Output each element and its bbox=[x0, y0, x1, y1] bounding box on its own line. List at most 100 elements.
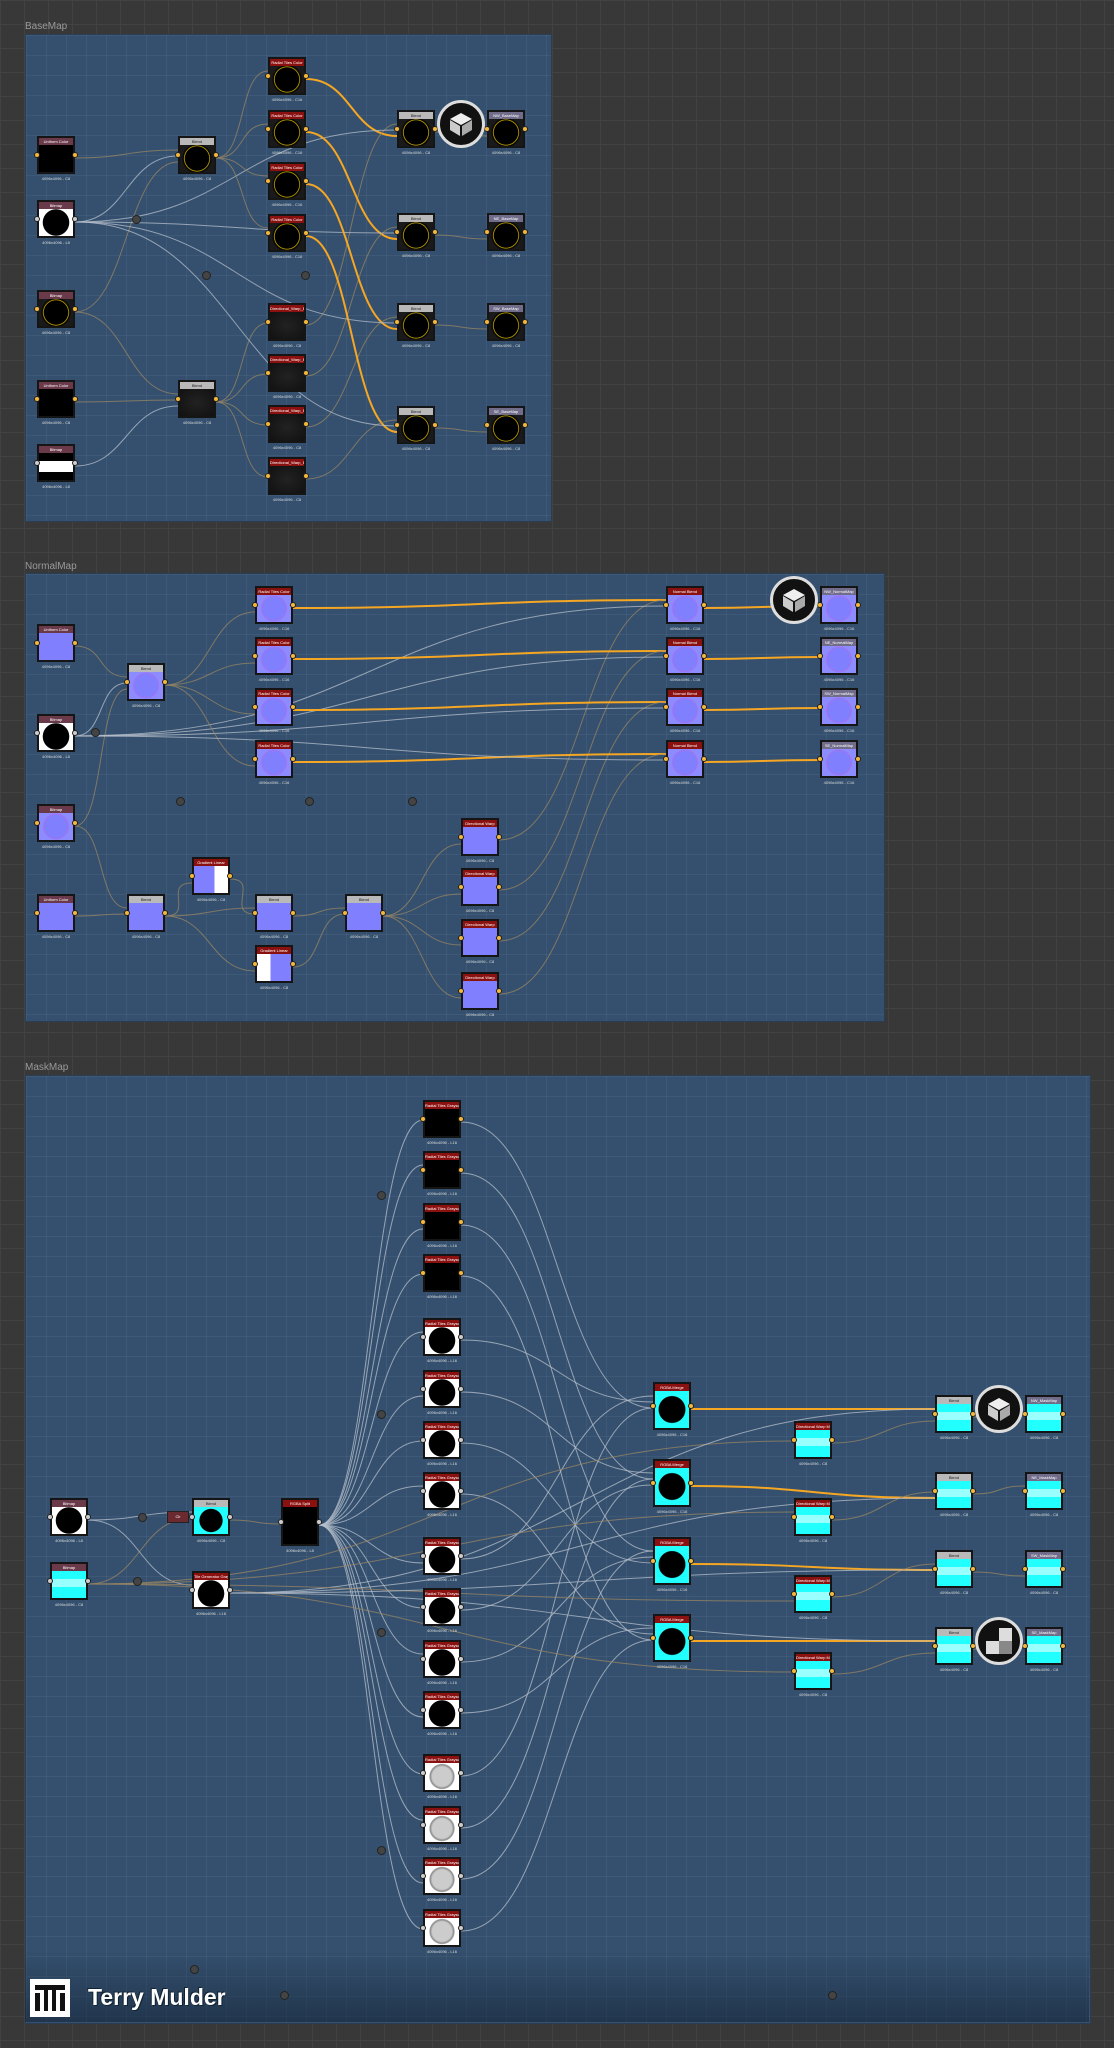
output-port[interactable] bbox=[72, 396, 78, 402]
mask-node[interactable]: Blend bbox=[935, 1627, 973, 1665]
output-port[interactable] bbox=[227, 1514, 233, 1520]
input-port[interactable] bbox=[932, 1488, 938, 1494]
output-port[interactable] bbox=[162, 910, 168, 916]
input-port[interactable] bbox=[175, 152, 181, 158]
input-port[interactable] bbox=[663, 704, 669, 710]
input-port[interactable] bbox=[817, 704, 823, 710]
normal-node[interactable]: Uniform Color bbox=[37, 894, 75, 932]
input-port[interactable] bbox=[265, 421, 271, 427]
output-port[interactable] bbox=[380, 910, 386, 916]
input-port[interactable] bbox=[47, 1578, 53, 1584]
output-port[interactable] bbox=[458, 1770, 464, 1776]
3d-preview-icon[interactable] bbox=[975, 1385, 1023, 1433]
base-node[interactable]: Blend bbox=[178, 136, 216, 174]
input-port[interactable] bbox=[932, 1643, 938, 1649]
output-port[interactable] bbox=[688, 1480, 694, 1486]
input-port[interactable] bbox=[342, 910, 348, 916]
mask-node[interactable]: Radial Tiles Grayscale bbox=[423, 1421, 461, 1459]
normal-node[interactable]: Directional Warp bbox=[461, 868, 499, 906]
input-port[interactable] bbox=[252, 910, 258, 916]
mask-node[interactable]: Radial Tiles Grayscale bbox=[423, 1370, 461, 1408]
output-port[interactable] bbox=[213, 396, 219, 402]
output-port[interactable] bbox=[303, 230, 309, 236]
mask-node[interactable]: Directional Warp MaskMap bbox=[794, 1652, 832, 1690]
output-port[interactable] bbox=[303, 370, 309, 376]
output-port[interactable] bbox=[829, 1668, 835, 1674]
output-port[interactable] bbox=[458, 1167, 464, 1173]
mask-node[interactable]: Radial Tiles Grayscale bbox=[423, 1806, 461, 1844]
output-port[interactable] bbox=[701, 653, 707, 659]
input-port[interactable] bbox=[817, 756, 823, 762]
output-port[interactable] bbox=[1060, 1643, 1066, 1649]
normal-node[interactable]: Radial Tiles Color bbox=[255, 586, 293, 624]
output-port[interactable] bbox=[970, 1488, 976, 1494]
frame-maskmap[interactable] bbox=[25, 1075, 1091, 2024]
input-port[interactable] bbox=[817, 653, 823, 659]
normal-node[interactable]: Gradient Linear bbox=[192, 857, 230, 895]
output-port[interactable] bbox=[522, 126, 528, 132]
input-port[interactable] bbox=[420, 1553, 426, 1559]
mask-node[interactable]: Blend bbox=[192, 1498, 230, 1536]
input-port[interactable] bbox=[265, 73, 271, 79]
output-port[interactable] bbox=[458, 1873, 464, 1879]
input-port[interactable] bbox=[265, 473, 271, 479]
normal-node[interactable]: SE_NormalMap bbox=[820, 740, 858, 778]
input-port[interactable] bbox=[34, 216, 40, 222]
output-port[interactable] bbox=[458, 1656, 464, 1662]
input-port[interactable] bbox=[458, 935, 464, 941]
input-port[interactable] bbox=[791, 1591, 797, 1597]
output-port[interactable] bbox=[496, 834, 502, 840]
output-port[interactable] bbox=[303, 319, 309, 325]
reroute-dot[interactable] bbox=[279, 1990, 289, 2000]
output-port[interactable] bbox=[496, 884, 502, 890]
output-port[interactable] bbox=[688, 1403, 694, 1409]
input-port[interactable] bbox=[394, 229, 400, 235]
mask-node[interactable]: Radial Tiles Grayscale bbox=[423, 1857, 461, 1895]
mask-node[interactable]: NE_MaskMap bbox=[1025, 1472, 1063, 1510]
mask-node[interactable]: RGBA Merge bbox=[653, 1459, 691, 1507]
input-port[interactable] bbox=[484, 229, 490, 235]
mask-node[interactable]: Radial Tiles Grayscale bbox=[423, 1588, 461, 1626]
output-port[interactable] bbox=[855, 704, 861, 710]
input-port[interactable] bbox=[420, 1219, 426, 1225]
input-port[interactable] bbox=[663, 653, 669, 659]
mask-node[interactable]: RGBA Merge bbox=[653, 1537, 691, 1585]
input-port[interactable] bbox=[420, 1822, 426, 1828]
output-port[interactable] bbox=[688, 1635, 694, 1641]
output-port[interactable] bbox=[227, 873, 233, 879]
base-node[interactable]: Blend bbox=[397, 406, 435, 444]
base-node[interactable]: Blend bbox=[397, 303, 435, 341]
output-port[interactable] bbox=[1060, 1566, 1066, 1572]
base-node[interactable]: NW_BaseMap bbox=[487, 110, 525, 148]
input-port[interactable] bbox=[265, 126, 271, 132]
mask-node[interactable]: Bitmap bbox=[50, 1498, 88, 1536]
reroute-dot[interactable] bbox=[376, 1627, 386, 1637]
output-port[interactable] bbox=[855, 602, 861, 608]
base-node[interactable]: SE_BaseMap bbox=[487, 406, 525, 444]
output-port[interactable] bbox=[522, 319, 528, 325]
mask-node[interactable]: Radial Tiles Grayscale bbox=[423, 1254, 461, 1292]
output-port[interactable] bbox=[290, 602, 296, 608]
input-port[interactable] bbox=[791, 1514, 797, 1520]
input-port[interactable] bbox=[252, 756, 258, 762]
normal-node[interactable]: Bitmap bbox=[37, 714, 75, 752]
normal-node[interactable]: Normal Blend bbox=[666, 586, 704, 624]
input-port[interactable] bbox=[252, 653, 258, 659]
output-port[interactable] bbox=[72, 216, 78, 222]
input-port[interactable] bbox=[1022, 1411, 1028, 1417]
mask-node[interactable]: Radial Tiles Grayscale bbox=[423, 1318, 461, 1356]
output-port[interactable] bbox=[458, 1488, 464, 1494]
output-port[interactable] bbox=[72, 152, 78, 158]
base-node[interactable]: Radial Tiles Color bbox=[268, 57, 306, 95]
input-port[interactable] bbox=[34, 152, 40, 158]
normal-node[interactable]: Directional Warp bbox=[461, 972, 499, 1010]
input-port[interactable] bbox=[252, 704, 258, 710]
mask-node[interactable]: Directional Warp MaskMap bbox=[794, 1498, 832, 1536]
mask-node[interactable]: Directional Warp MaskMap bbox=[794, 1421, 832, 1459]
input-port[interactable] bbox=[650, 1403, 656, 1409]
output-port[interactable] bbox=[855, 756, 861, 762]
3d-preview-icon[interactable] bbox=[437, 100, 485, 148]
mask-node[interactable]: Directional Warp MaskMap bbox=[794, 1575, 832, 1613]
mask-node[interactable]: Bitmap bbox=[50, 1562, 88, 1600]
mask-node[interactable]: Radial Tiles Grayscale bbox=[423, 1151, 461, 1189]
